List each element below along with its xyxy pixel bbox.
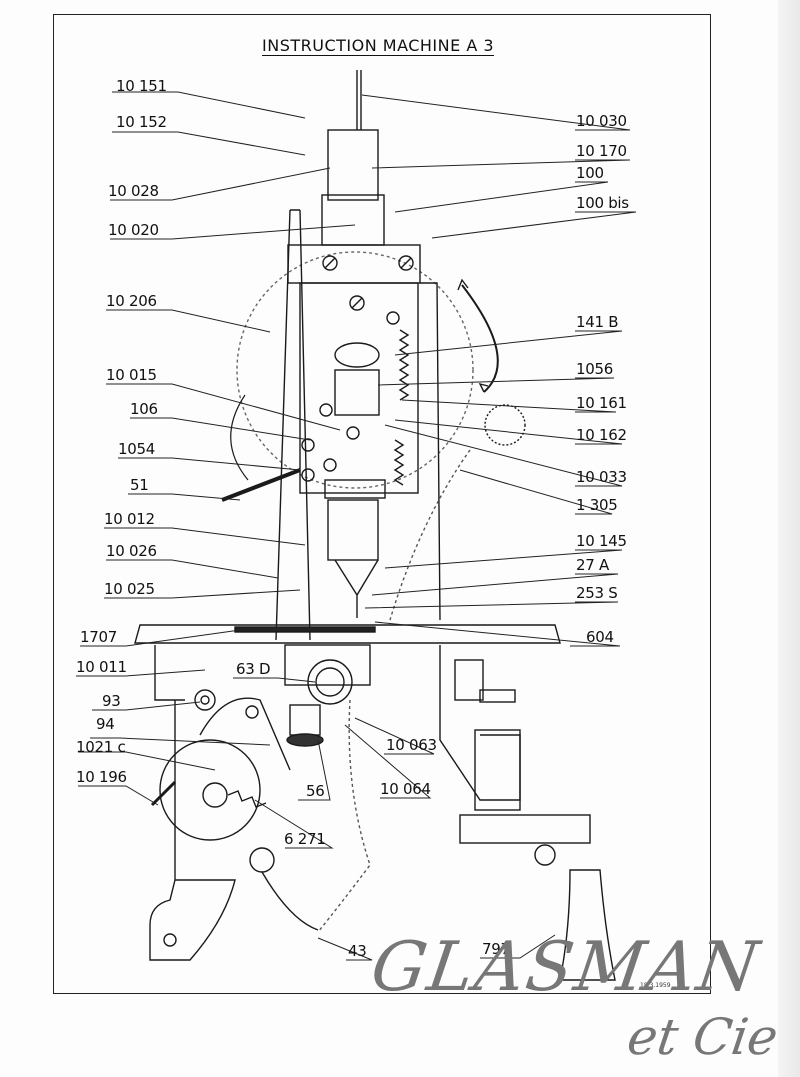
label-94: 94 [96,715,115,733]
watermark-brand: GLASMAN [366,928,765,1007]
label-10020: 10 020 [108,221,159,239]
foot-pedal [559,869,616,981]
head-block [287,244,421,284]
date-stamp: 18.3.1959 [640,982,671,989]
right-bracket [439,645,521,801]
label-604: 604 [586,628,614,646]
label-1056: 1056 [576,360,613,378]
lens [334,342,380,368]
drive-belt [317,699,371,933]
drawing-frame [53,14,711,994]
screw-9 [301,468,315,482]
label-253s: 253 S [576,584,618,602]
handle-lever [221,468,301,502]
label-51: 51 [130,476,149,494]
spindle-top [327,129,379,201]
screw-4 [386,311,400,325]
gear-wheel [307,659,353,705]
label-10028: 10 028 [108,182,159,200]
swing-arrow [230,394,249,481]
head-body [299,282,419,494]
screw-5 [319,403,333,417]
rotation-arrow [461,284,499,393]
right-housing [420,282,441,621]
cam-disc [159,739,261,841]
page-title: INSTRUCTION MACHINE A 3 [262,36,495,55]
label-100bis: 100 bis [576,194,629,212]
label-10196: 10 196 [76,768,127,786]
label-10012: 10 012 [104,510,155,528]
label-93: 93 [102,692,121,710]
label-1305: 1 305 [576,496,618,514]
label-10026: 10 026 [106,542,157,560]
knob-56 [289,704,321,736]
label-10015: 10 015 [106,366,157,384]
label-10025: 10 025 [104,580,155,598]
label-43: 43 [348,942,367,960]
label-10011: 10 011 [76,658,127,676]
label-797: 797 [482,940,510,958]
label-10063: 10 063 [386,736,437,754]
label-56: 56 [306,782,325,800]
screw-7 [301,438,315,452]
screw-6 [346,426,360,440]
label-1021c: 1021 c [76,738,126,756]
rotation-circle [236,251,474,489]
base-frame [149,700,236,961]
label-63d: 63 D [236,660,271,678]
label-141b: 141 B [576,313,619,331]
label-10145: 10 145 [576,532,627,550]
spring [398,329,410,401]
label-10064: 10 064 [380,780,431,798]
screw-2 [398,255,414,271]
screw-3 [349,295,365,311]
label-6271: 6 271 [284,830,326,848]
label-10033: 10 033 [576,468,627,486]
label-10206: 10 206 [106,292,157,310]
pivot-ring [249,847,275,873]
label-10161: 10 161 [576,394,627,412]
label-1707: 1707 [80,628,117,646]
page-edge-shadow [778,0,800,1077]
label-100: 100 [576,164,604,182]
label-106: 106 [130,400,158,418]
label-27a: 27 A [576,556,609,574]
main-column [275,209,311,641]
screw-1 [322,255,338,271]
gear-housing [284,644,371,686]
label-10170: 10 170 [576,142,627,160]
screw-8 [323,458,337,472]
label-1054: 1054 [118,440,155,458]
label-10162: 10 162 [576,426,627,444]
work-table [134,624,561,644]
label-10152: 10 152 [116,113,167,131]
label-10030: 10 030 [576,112,627,130]
chuck [327,499,379,561]
watermark-subline: et Cie [623,1008,782,1066]
label-10151: 10 151 [116,77,167,95]
